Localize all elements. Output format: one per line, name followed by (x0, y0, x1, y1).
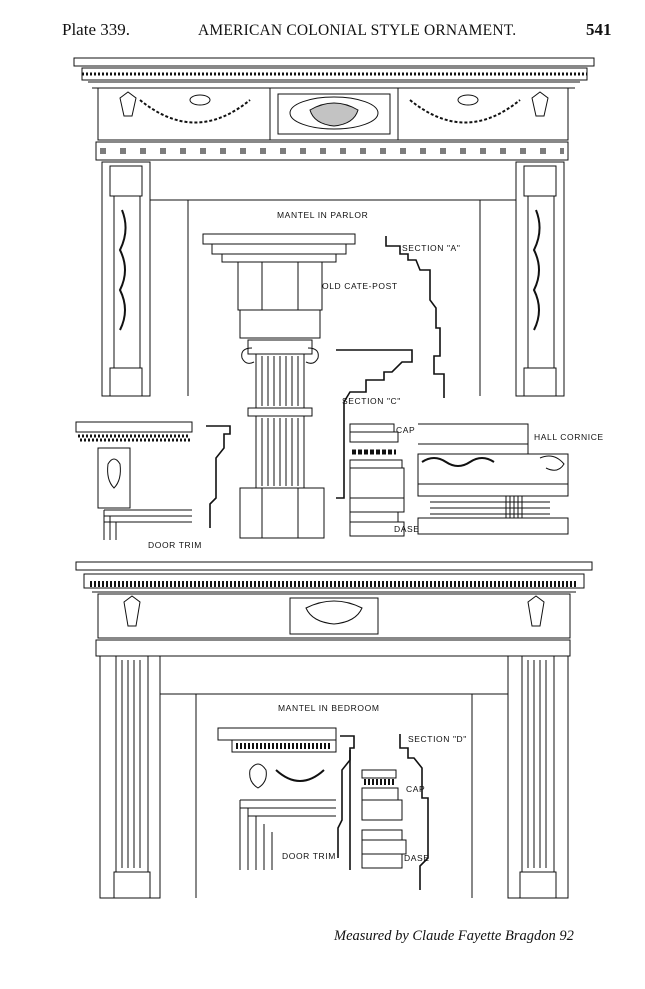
cap-base-drawing (349, 423, 405, 537)
swag-garland-left (139, 99, 251, 124)
parlor-ornament-band (95, 141, 569, 161)
parlor-right-column-shaft (527, 195, 555, 369)
parlor-door-trim-urn (107, 458, 121, 489)
door-trim-label: DOOR TRIM (148, 540, 202, 550)
bedroom-wheat-left (123, 595, 141, 627)
measured-by-credit: Measured by Claude Fayette Bragdon 92 (334, 928, 574, 944)
parlor-door-trim-drawing (75, 421, 231, 540)
urn-medallion (289, 96, 379, 130)
bedroom-left-pilaster (99, 655, 161, 899)
parlor-mantel-drawing (73, 57, 595, 397)
bedroom-door-trim-label: DOOR TRIM (282, 851, 336, 861)
bedroom-base-label: DASE (404, 853, 430, 863)
small-urn-right (457, 94, 479, 106)
hall-cornice-drawing (417, 423, 569, 535)
wheat-sheaf-right (531, 91, 549, 117)
parlor-mantel-shelf (73, 57, 595, 67)
bedroom-door-trim-drawing (217, 727, 355, 870)
ionic-volute (241, 347, 319, 364)
wheat-sheaf-left (119, 91, 137, 117)
section-d-label: SECTION "D" (408, 734, 467, 744)
old-gate-post-label: OLD CATE-POST (322, 281, 398, 291)
parlor-center-tablet (269, 87, 399, 141)
swag-garland-right (409, 99, 521, 124)
bedroom-fruit-bowl (305, 600, 363, 625)
cap-label: CAP (396, 425, 416, 435)
hall-cornice-label: HALL CORNICE (534, 432, 604, 442)
mantel-in-bedroom-label: MANTEL IN BEDROOM (278, 703, 380, 713)
base-label: DASE (394, 524, 420, 534)
bedroom-right-pilaster (507, 655, 569, 899)
section-a-profile (385, 236, 445, 398)
mantel-in-parlor-label: MANTEL IN PARLOR (277, 210, 369, 220)
parlor-left-pilaster (101, 161, 151, 397)
section-a-label: SECTION "A" (402, 243, 461, 253)
bedroom-wheat-right (527, 595, 545, 627)
small-urn-left (189, 94, 211, 106)
bedroom-mantel-drawing (75, 561, 593, 899)
section-c-profile (336, 349, 413, 499)
bedroom-door-trim-urn (249, 763, 267, 789)
gate-post-base (239, 487, 325, 539)
plate-number: Plate 339. (62, 20, 130, 39)
bedroom-cap-label: CAP (406, 784, 426, 794)
bedroom-cap-base-drawing (349, 750, 407, 870)
page-title: AMERICAN COLONIAL STYLE ORNAMENT. (198, 22, 517, 39)
page-number: 541 (586, 20, 612, 39)
parlor-right-pilaster (515, 161, 565, 397)
section-c-label: SECTION "C" (342, 396, 401, 406)
gate-post-drawing (202, 233, 356, 539)
parlor-left-column-shaft (113, 195, 141, 369)
bedroom-mantel-shelf (75, 561, 593, 571)
bedroom-frieze (97, 593, 571, 639)
gate-post-upper-block (237, 261, 323, 311)
hall-cornice-bracket (539, 455, 565, 471)
section-d-profile (399, 734, 429, 890)
